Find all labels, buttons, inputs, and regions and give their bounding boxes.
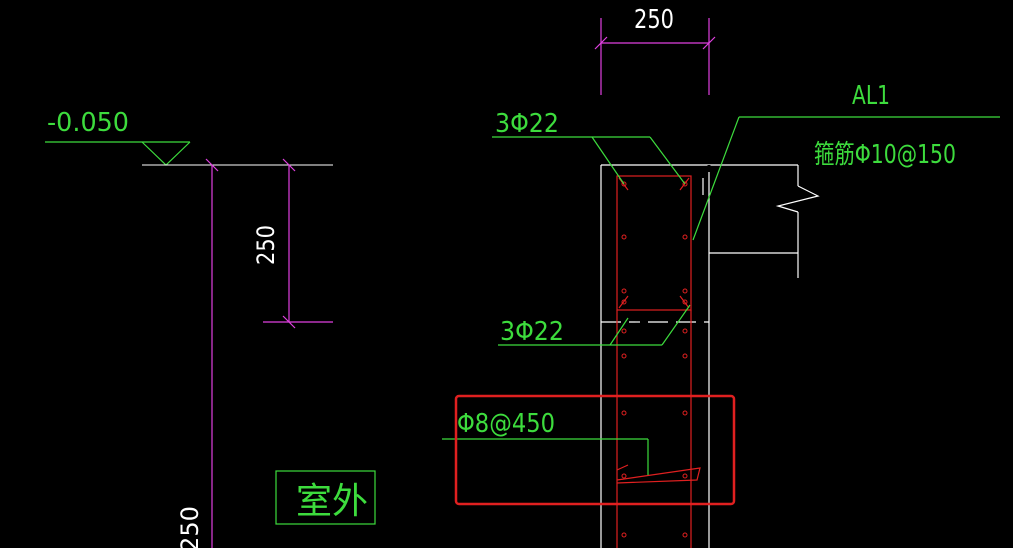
beam-callout xyxy=(692,116,1000,241)
bottom-rebar-label: 3Φ22 xyxy=(500,317,564,347)
dim-top-250: 250 xyxy=(594,5,716,95)
dim-top-250-label: 250 xyxy=(634,5,674,35)
left-vertical-tick xyxy=(205,158,219,172)
dim-bottom-left-label: 250 xyxy=(176,506,204,548)
elevation-label: -0.050 xyxy=(47,108,129,138)
stirrup-label: 箍筋Φ10@150 xyxy=(814,140,956,170)
highlight-box xyxy=(454,394,736,506)
rebar-cage xyxy=(616,175,701,548)
top-rebar-callout xyxy=(492,136,686,185)
rebar-dots xyxy=(621,181,688,538)
elevation-marker: -0.050 xyxy=(45,108,191,166)
wall-outline xyxy=(600,164,820,548)
tie-bar-label: Φ8@450 xyxy=(457,409,555,439)
tie-bar-callout xyxy=(442,438,649,475)
dim-vertical-250: 250 xyxy=(252,158,333,329)
outdoor-label: 室外 xyxy=(296,481,368,522)
beam-name-label: AL1 xyxy=(852,81,890,111)
outdoor-box: 室外 xyxy=(275,470,376,525)
bottom-rebar-callout xyxy=(498,304,691,346)
top-rebar-label: 3Φ22 xyxy=(495,109,559,139)
dim-vertical-250-label: 250 xyxy=(252,225,280,265)
